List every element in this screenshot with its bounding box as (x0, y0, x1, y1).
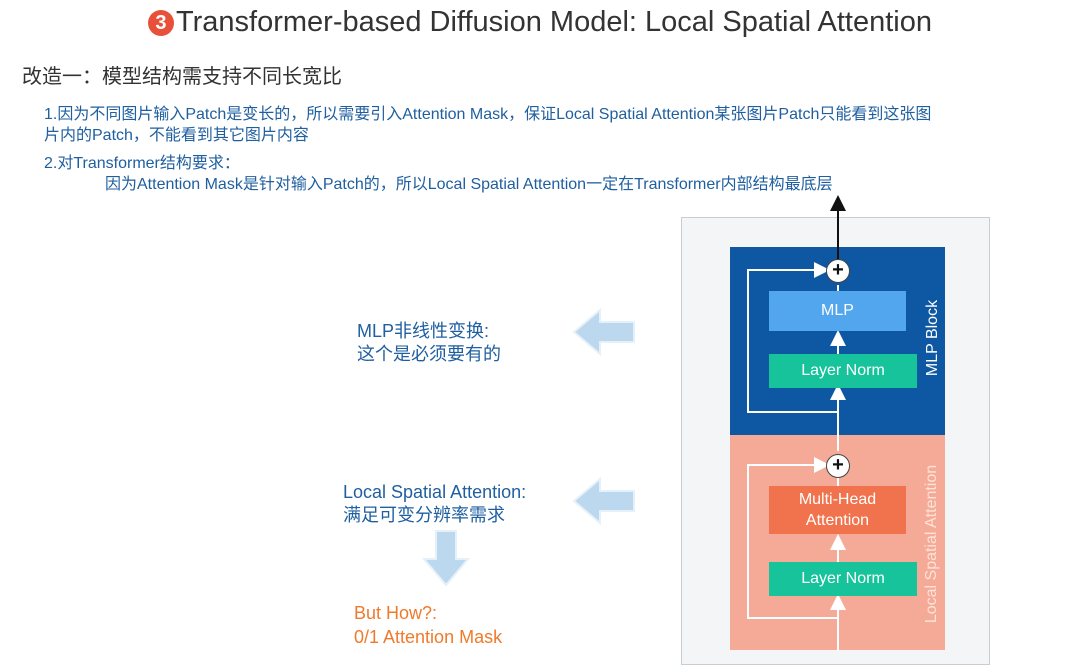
layer-norm-bottom: Layer Norm (769, 562, 917, 596)
note-item1-line1: 1.因为不同图片输入Patch是变长的，所以需要引入Attention Mask… (44, 106, 932, 123)
mlp-caption-line1: MLP非线性变换: (357, 321, 490, 341)
mlp-box: MLP (769, 291, 906, 331)
how-caption: But How?: 0/1 Attention Mask (354, 601, 502, 649)
how-caption-line2: 0/1 Attention Mask (354, 627, 503, 647)
plus-circle-icon: + (826, 259, 850, 283)
multi-head-attention-box: Multi-Head Attention (769, 486, 906, 534)
mha-line1: Multi-Head (798, 491, 877, 508)
mlp-caption: MLP非线性变换: 这个是必须要有的 (357, 320, 501, 366)
attention-block-label: Local Spatial Attention (923, 464, 940, 624)
fat-left-arrow-icon (572, 476, 635, 526)
attn-caption-line2: 满足可变分辨率需求 (343, 505, 505, 525)
layer-norm-top: Layer Norm (769, 354, 917, 388)
how-caption-line1: But How?: (354, 603, 438, 623)
subtitle: 改造一：模型结构需支持不同长宽比 (22, 66, 342, 88)
note-item2-line1: 2.对Transformer结构要求： (44, 155, 240, 172)
mlp-block-label: MLP Block (924, 299, 941, 377)
note-item1-line2: 片内的Patch，不能看到其它图片内容 (44, 127, 309, 144)
note-item2-line2: 因为Attention Mask是针对输入Patch的，所以Local Spat… (105, 176, 833, 193)
mha-line2: Attention (805, 512, 870, 529)
attn-caption-line1: Local Spatial Attention: (343, 482, 527, 502)
attn-caption: Local Spatial Attention: 满足可变分辨率需求 (343, 481, 526, 527)
plus-circle-icon: + (826, 454, 850, 478)
number-badge: 3 (147, 10, 174, 36)
fat-down-arrow-icon (421, 530, 471, 587)
title-text: Transformer-based Diffusion Model: Local… (175, 6, 932, 38)
mlp-caption-line2: 这个是必须要有的 (357, 344, 501, 364)
fat-left-arrow-icon (572, 307, 635, 357)
